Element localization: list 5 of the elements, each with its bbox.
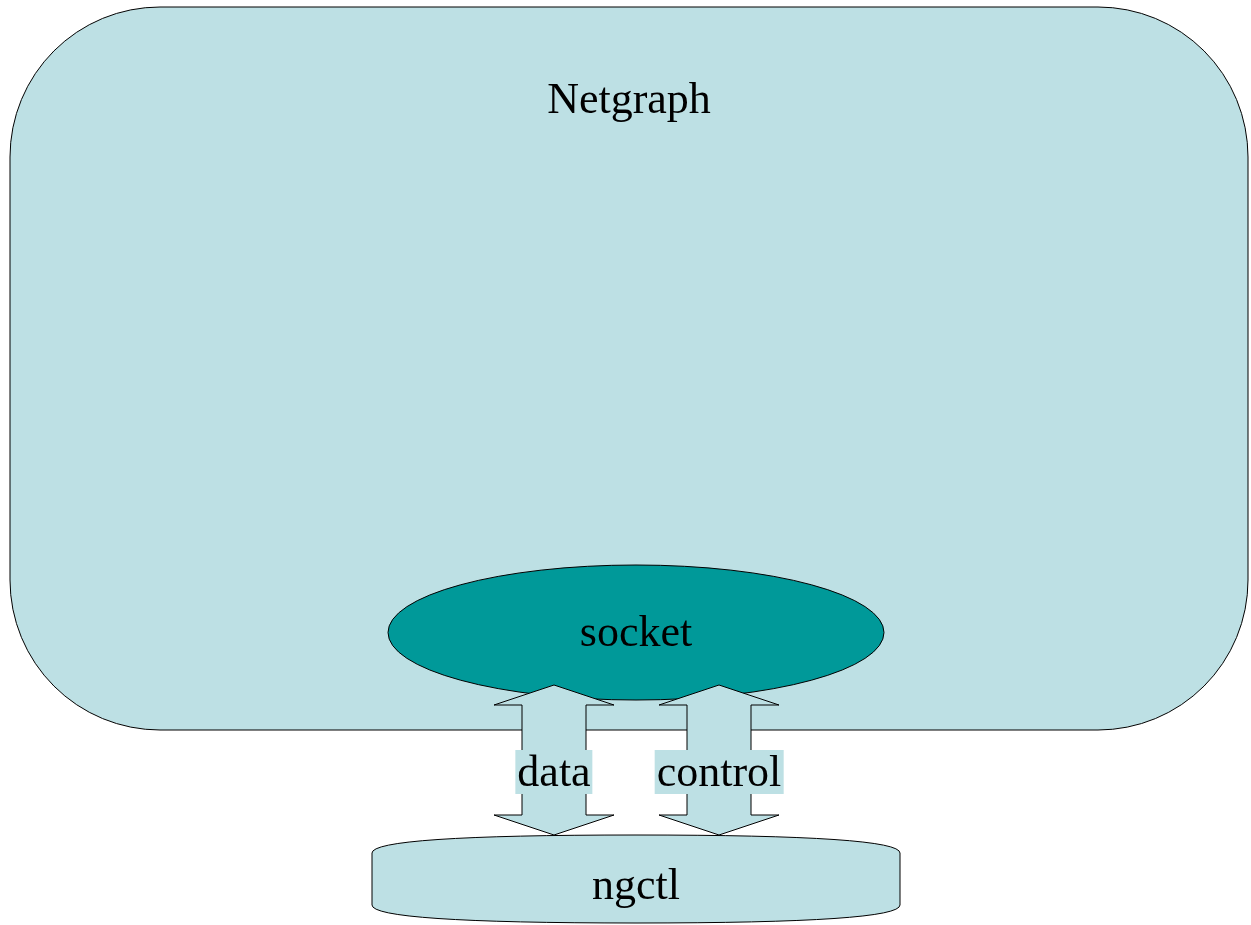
node-label: socket: [579, 610, 693, 654]
edge-label: data: [515, 750, 593, 794]
edge-label: control: [654, 750, 784, 794]
node-label: Netgraph: [547, 77, 711, 121]
node-label: ngctl: [592, 863, 680, 907]
